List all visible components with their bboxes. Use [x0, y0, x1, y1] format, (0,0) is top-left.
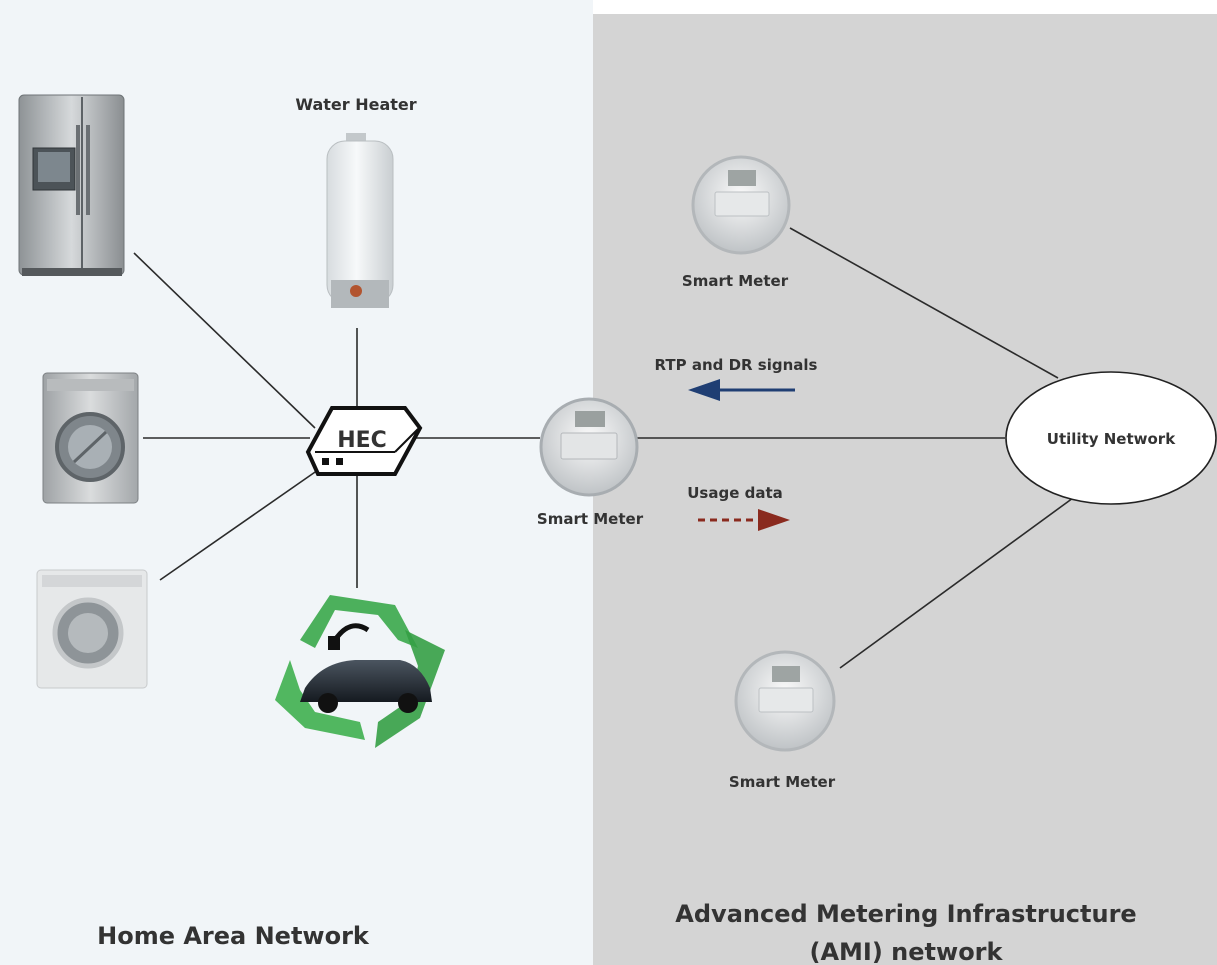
- ami-network-label-line1: Advanced Metering Infrastructure: [675, 900, 1136, 928]
- smart-meter-top-label: Smart Meter: [682, 272, 789, 290]
- usage-data-label: Usage data: [687, 484, 783, 502]
- washing-machine-icon: [42, 372, 139, 504]
- dryer-icon: [36, 569, 148, 689]
- line-dryer-hec: [159, 469, 319, 581]
- line-fridge-hec: [133, 252, 316, 429]
- line-topmeter-utility: [789, 227, 1059, 379]
- hec-label: HEC: [337, 428, 387, 453]
- rtp-dr-signals-arrow: [688, 379, 795, 401]
- water-heater-label: Water Heater: [295, 95, 416, 114]
- home-area-network-label: Home Area Network: [97, 922, 370, 950]
- rtp-dr-signals-label: RTP and DR signals: [655, 356, 818, 374]
- water-heater-icon: [326, 133, 394, 308]
- smart-meter-icon: [691, 155, 791, 255]
- ami-network-label-line2: (AMI) network: [810, 938, 1004, 965]
- smart-meter-center-label: Smart Meter: [537, 510, 644, 528]
- smart-meter-icon: [734, 650, 836, 752]
- connection-lines: [133, 227, 1074, 669]
- utility-network-node: [1005, 371, 1217, 505]
- line-bottommeter-utility: [839, 497, 1074, 669]
- hec-device-icon: [305, 406, 423, 476]
- ev-recycle-icon: [275, 595, 445, 748]
- refrigerator-icon: [18, 94, 125, 276]
- utility-network-label: Utility Network: [1047, 430, 1176, 448]
- smart-meter-icon: [539, 397, 639, 497]
- smart-meter-bottom-label: Smart Meter: [729, 773, 836, 791]
- usage-data-arrow: [698, 509, 790, 531]
